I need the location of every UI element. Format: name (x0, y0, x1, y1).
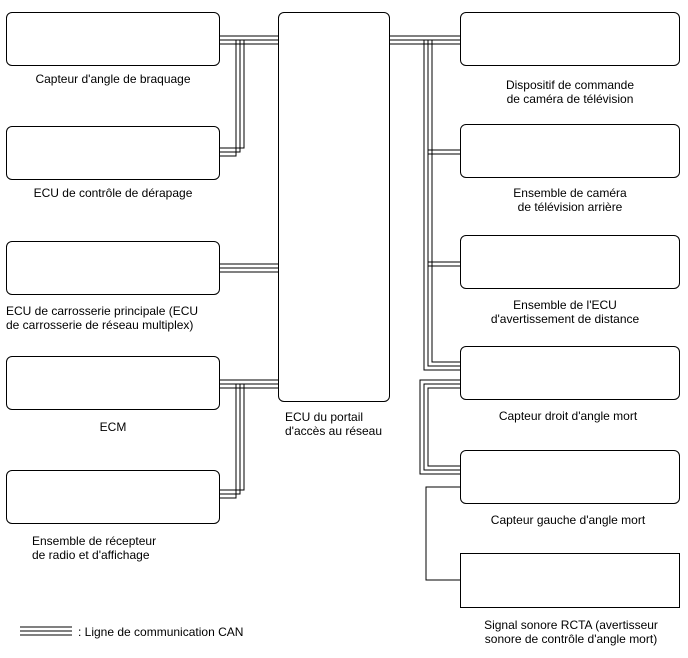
network-gateway-ecu-label: ECU du portail d'accès au réseau (285, 410, 383, 438)
main-body-ecu-label: ECU de carrosserie principale (ECU de ca… (6, 304, 199, 332)
rear-tv-camera-box (460, 124, 680, 178)
skid-control-ecu-box (6, 126, 220, 180)
skid-control-ecu-label: ECU de contrôle de dérapage (33, 186, 193, 200)
right-blind-spot-sensor-box (460, 346, 680, 400)
distance-warning-ecu-label: Ensemble de l'ECU d'avertissement de dis… (490, 298, 640, 326)
steering-angle-sensor-label: Capteur d'angle de braquage (35, 72, 191, 86)
rcta-buzzer-box (460, 553, 680, 608)
left-blind-spot-sensor-box (460, 450, 680, 504)
left-blind-spot-sensor-label: Capteur gauche d'angle mort (490, 513, 646, 527)
right-blind-spot-sensor-label: Capteur droit d'angle mort (498, 409, 638, 423)
radio-receiver-box (6, 470, 220, 524)
ecm-box (6, 356, 220, 410)
network-gateway-ecu-box (278, 12, 390, 402)
rcta-buzzer-label: Signal sonore RCTA (avertisseur sonore d… (484, 618, 658, 646)
distance-warning-ecu-box (460, 235, 680, 289)
main-body-ecu-box (6, 241, 220, 295)
ecm-label: ECM (99, 420, 127, 434)
tv-camera-control-box (460, 12, 680, 66)
rear-tv-camera-label: Ensemble de caméra de télévision arrière (513, 186, 627, 214)
tv-camera-control-label: Dispositif de commande de caméra de télé… (505, 78, 635, 106)
radio-receiver-label: Ensemble de récepteur de radio et d'affi… (32, 534, 157, 562)
steering-angle-sensor-box (6, 12, 220, 66)
legend-label: : Ligne de communication CAN (78, 625, 244, 639)
